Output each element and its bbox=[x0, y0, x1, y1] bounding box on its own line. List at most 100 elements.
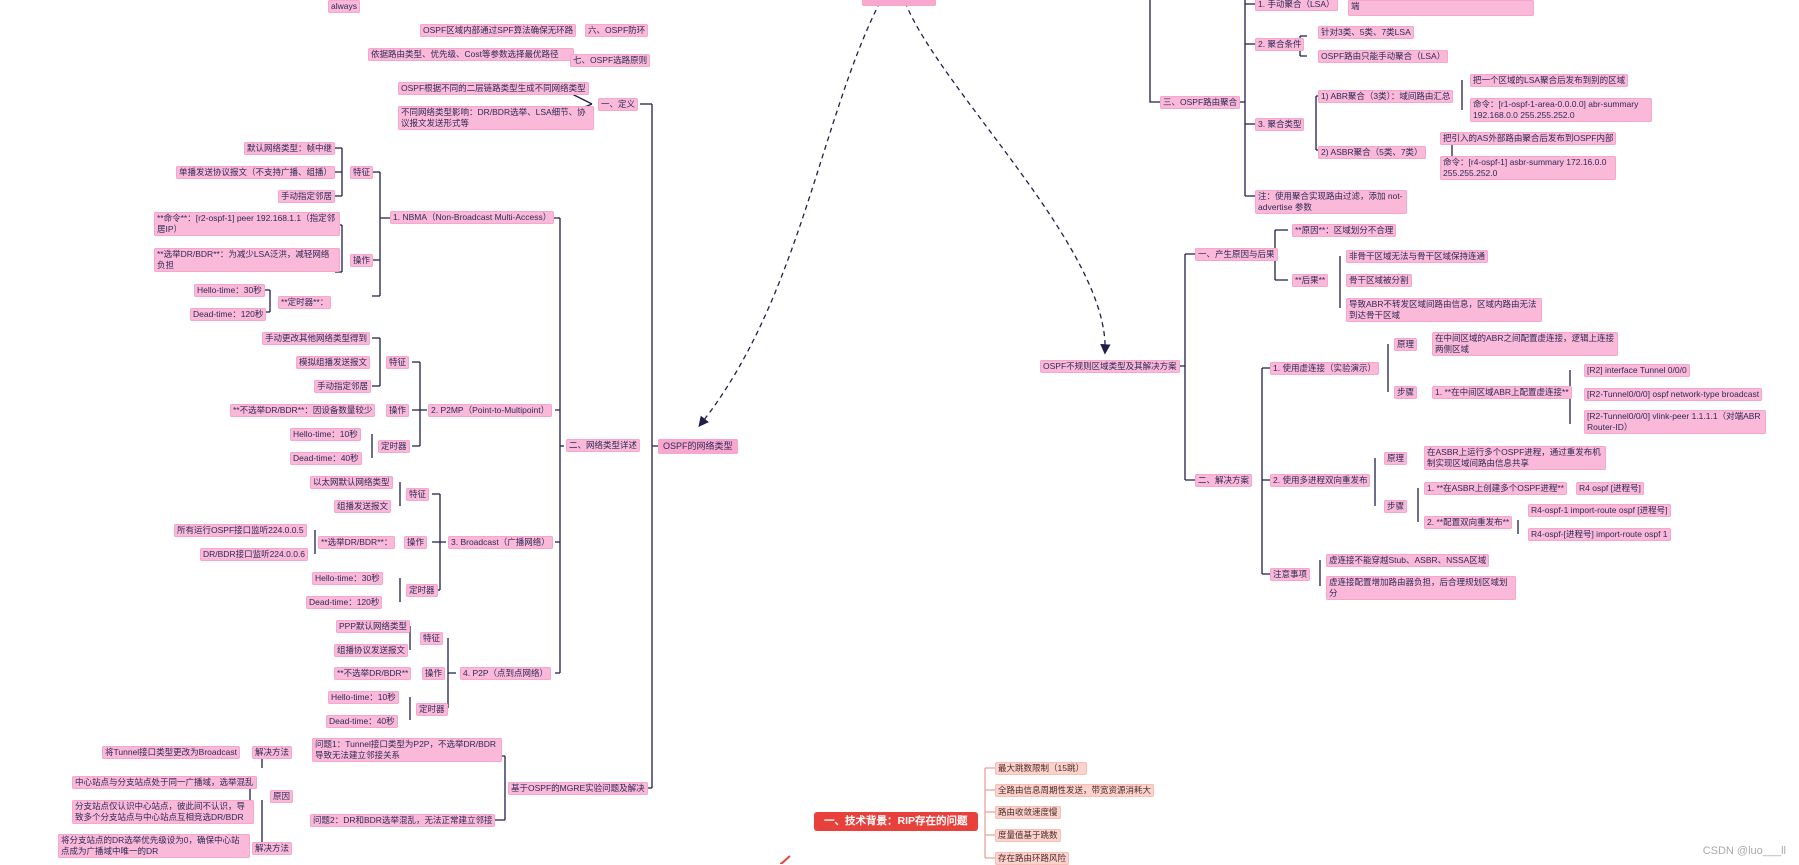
broadcast-features-node[interactable]: 特征 bbox=[406, 488, 430, 501]
mgre-q2-cause-2[interactable]: 分支站点仅认识中心站点，彼此间不认识，导致多个分支站点与中心站点互相竞选DR/B… bbox=[72, 800, 254, 824]
route-selection-detail-node[interactable]: 依据路由类型、优先级、Cost等参数选择最优路径 bbox=[368, 48, 574, 61]
vlink-node[interactable]: 1. 使用虚连接（实验演示） bbox=[1270, 362, 1379, 375]
definition-node[interactable]: 一、定义 bbox=[598, 98, 639, 111]
broadcast-feature-1[interactable]: 以太网默认网络类型 bbox=[310, 476, 393, 489]
p2p-node[interactable]: 4. P2P（点到点网络） bbox=[460, 667, 552, 680]
note-1[interactable]: 虚连接不能穿越Stub、ASBR、NSSA区域 bbox=[1326, 554, 1490, 567]
vlink-cmd-2[interactable]: [R2-Tunnel0/0/0] ospf network-type broad… bbox=[1584, 388, 1763, 401]
cause-result-label[interactable]: **后果** bbox=[1292, 274, 1329, 287]
broadcast-node[interactable]: 3. Broadcast（广播网络） bbox=[448, 536, 553, 549]
summary-types-node[interactable]: 3. 聚合类型 bbox=[1255, 118, 1305, 131]
nbma-ops-node[interactable]: 操作 bbox=[350, 254, 374, 267]
p2mp-op-1[interactable]: **不选举DR/BDR**：因设备数量较少 bbox=[230, 404, 376, 417]
p2p-ops-node[interactable]: 操作 bbox=[422, 667, 446, 680]
p2p-timer-node[interactable]: 定时器 bbox=[416, 703, 448, 716]
p2mp-features-node[interactable]: 特征 bbox=[386, 356, 410, 369]
multiprocess-node[interactable]: 2. 使用多进程双向重发布 bbox=[1270, 474, 1371, 487]
p2mp-feature-2[interactable]: 模拟组播发送报文 bbox=[296, 356, 371, 369]
abr-summary-node[interactable]: 1) ABR聚合（3类）：域间路由汇总 bbox=[1318, 90, 1454, 103]
result-3[interactable]: 导致ABR不转发区域间路由信息，区域内路由无法到达骨干区域 bbox=[1346, 298, 1542, 322]
broadcast-op-2[interactable]: DR/BDR接口监听224.0.0.6 bbox=[200, 548, 309, 561]
vlink-principle[interactable]: 在中间区域的ABR之间配置虚连接，逻辑上连接两侧区域 bbox=[1432, 332, 1618, 356]
broadcast-op-1[interactable]: 所有运行OSPF接口监听224.0.0.5 bbox=[174, 524, 307, 537]
cause-reason[interactable]: **原因**：区域划分不合理 bbox=[1292, 224, 1397, 237]
vlink-cmd-3[interactable]: [R2-Tunnel0/0/0] vlink-peer 1.1.1.1（对端AB… bbox=[1584, 410, 1766, 434]
summary-cond-1[interactable]: 针对3类、5类、7类LSA bbox=[1318, 26, 1414, 39]
vlink-principle-label[interactable]: 原理 bbox=[1394, 338, 1418, 351]
mgre-q1-solution-label[interactable]: 解决方法 bbox=[252, 746, 293, 759]
p2p-hello-time[interactable]: Hello-time：10秒 bbox=[328, 691, 399, 704]
rip-problem-1[interactable]: 最大跳数限制（15跳） bbox=[995, 762, 1087, 775]
rip-problem-4[interactable]: 度量值基于跳数 bbox=[995, 829, 1061, 842]
asbr-summary-item-1[interactable]: 把引入的AS外部路由聚合后发布到OSPF内部 bbox=[1440, 132, 1617, 145]
nbma-feature-3[interactable]: 手动指定邻居 bbox=[278, 190, 336, 203]
nbma-op-2[interactable]: **选举DR/BDR**：为减少LSA泛洪，减轻网络负担 bbox=[154, 248, 340, 272]
note-2[interactable]: 虚连接配置增加路由器负担，后合理规划区域划分 bbox=[1326, 576, 1516, 600]
result-2[interactable]: 骨干区域被分割 bbox=[1346, 274, 1412, 287]
broadcast-op-elect[interactable]: **选举DR/BDR**： bbox=[318, 536, 396, 549]
broadcast-feature-2[interactable]: 组播发送报文 bbox=[334, 500, 392, 513]
mgre-node[interactable]: 基于OSPF的MGRE实验问题及解决 bbox=[508, 782, 648, 795]
result-1[interactable]: 非骨干区域无法与骨干区域保持连通 bbox=[1346, 250, 1489, 263]
abr-summary-item-1[interactable]: 把一个区域的LSA聚合后发布到别的区域 bbox=[1470, 74, 1629, 87]
nbma-node[interactable]: 1. NBMA（Non-Broadcast Multi-Access） bbox=[390, 211, 555, 224]
vlink-steps-label[interactable]: 步骤 bbox=[1394, 386, 1418, 399]
p2p-feature-1[interactable]: PPP默认网络类型 bbox=[336, 620, 411, 633]
nbma-features-node[interactable]: 特征 bbox=[350, 166, 374, 179]
nbma-timer-node[interactable]: **定时器**： bbox=[278, 296, 332, 309]
p2mp-timer-node[interactable]: 定时器 bbox=[378, 440, 410, 453]
summary-cond-2[interactable]: OSPF路由只能手动聚合（LSA） bbox=[1318, 50, 1449, 63]
p2mp-hello-time[interactable]: Hello-time：10秒 bbox=[290, 428, 361, 441]
rip-problems-node[interactable]: 一、技术背景：RIP存在的问题 bbox=[814, 812, 978, 831]
rip-problem-3[interactable]: 路由收敛速度慢 bbox=[995, 806, 1061, 819]
p2p-op-1[interactable]: **不选举DR/BDR** bbox=[334, 667, 412, 680]
multi-step-2-cmd-1[interactable]: R4-ospf-1 import-route ospf [进程号] bbox=[1528, 504, 1671, 517]
p2mp-feature-3[interactable]: 手动指定邻居 bbox=[314, 380, 372, 393]
rip-problem-2[interactable]: 全路由信息周期性发送，带宽资源消耗大 bbox=[995, 784, 1155, 797]
p2mp-dead-time[interactable]: Dead-time：40秒 bbox=[290, 452, 362, 465]
route-summary-node[interactable]: 三、OSPF路由聚合 bbox=[1160, 96, 1241, 109]
p2p-features-node[interactable]: 特征 bbox=[420, 632, 444, 645]
central-topic-node[interactable] bbox=[862, 0, 936, 6]
multi-step-2[interactable]: 2. **配置双向重发布** bbox=[1424, 516, 1513, 529]
multi-step-2-cmd-2[interactable]: R4-ospf-[进程号] import-route ospf 1 bbox=[1528, 528, 1671, 541]
mgre-q2-node[interactable]: 问题2：DR和BDR选举混乱，无法正常建立邻接 bbox=[310, 814, 496, 827]
definition-item-1[interactable]: OSPF根据不同的二层链路类型生成不同网络类型 bbox=[398, 82, 589, 95]
network-types-hub[interactable]: OSPF的网络类型 bbox=[658, 439, 738, 454]
mgre-q2-solution-label[interactable]: 解决方法 bbox=[252, 842, 293, 855]
summary-cond-node[interactable]: 2. 聚合条件 bbox=[1255, 38, 1305, 51]
solutions-node[interactable]: 二、解决方案 bbox=[1195, 474, 1253, 487]
broadcast-dead-time[interactable]: Dead-time：120秒 bbox=[306, 596, 383, 609]
vlink-step[interactable]: 1. **在中间区域ABR上配置虚连接** bbox=[1432, 386, 1572, 399]
multi-step-1-cmd[interactable]: R4 ospf [进程号] bbox=[1576, 482, 1644, 495]
mgre-q1-solution[interactable]: 将Tunnel接口类型更改为Broadcast bbox=[102, 746, 240, 759]
network-types-detail-node[interactable]: 二、网络类型详述 bbox=[566, 439, 641, 452]
asbr-summary-node[interactable]: 2) ASBR聚合（5类、7类） bbox=[1318, 146, 1426, 159]
multi-steps-label[interactable]: 步骤 bbox=[1384, 500, 1408, 513]
mgre-q2-solution[interactable]: 将分支站点的DR选举优先级设为0，确保中心站点成为广播域中唯一的DR bbox=[58, 834, 250, 858]
nbma-feature-1[interactable]: 默认网络类型：帧中继 bbox=[244, 142, 336, 155]
nbma-hello-time[interactable]: Hello-time：30秒 bbox=[194, 284, 265, 297]
ospf-route-selection-node[interactable]: 七、OSPF选路原则 bbox=[570, 54, 651, 67]
vlink-cmd-1[interactable]: [R2] interface Tunnel 0/0/0 bbox=[1584, 364, 1690, 377]
mgre-q2-cause-label[interactable]: 原因 bbox=[270, 790, 294, 803]
p2p-feature-2[interactable]: 组播协议发送报文 bbox=[334, 644, 409, 657]
multi-principle[interactable]: 在ASBR上运行多个OSPF进程，通过重发布机制实现区域间路由信息共享 bbox=[1424, 446, 1606, 470]
nbma-dead-time[interactable]: Dead-time：120秒 bbox=[190, 308, 267, 321]
broadcast-ops-node[interactable]: 操作 bbox=[404, 536, 428, 549]
nbma-op-1[interactable]: **命令**：[r2-ospf-1] peer 192.168.1.1（指定邻居… bbox=[154, 212, 340, 236]
summary-filter-note[interactable]: 注：使用聚合实现路由过滤，添加 not-advertise 参数 bbox=[1255, 190, 1407, 214]
notes-node[interactable]: 注意事项 bbox=[1270, 568, 1311, 581]
ospf-loop-prevention-node[interactable]: 六、OSPF防环 bbox=[585, 24, 649, 37]
multi-step-1[interactable]: 1. **在ASBR上创建多个OSPF进程** bbox=[1424, 482, 1567, 495]
multi-principle-label[interactable]: 原理 bbox=[1384, 452, 1408, 465]
nbma-feature-2[interactable]: 单播发送协议报文（不支持广播、组播） bbox=[176, 166, 336, 179]
spf-loopfree-node[interactable]: OSPF区域内部通过SPF算法确保无环路 bbox=[420, 24, 577, 37]
asbr-summary-cmd[interactable]: 命令：[r4-ospf-1] asbr-summary 172.16.0.0 2… bbox=[1440, 156, 1616, 180]
irregular-area-node[interactable]: OSPF不规则区域类型及其解决方案 bbox=[1040, 360, 1180, 373]
p2mp-node[interactable]: 2. P2MP（Point-to-Multipoint） bbox=[428, 404, 553, 417]
broadcast-timer-node[interactable]: 定时器 bbox=[406, 584, 438, 597]
manual-summary-node[interactable]: 1. 手动聚合（LSA） bbox=[1255, 0, 1338, 11]
broadcast-hello-time[interactable]: Hello-time：30秒 bbox=[312, 572, 383, 585]
p2p-dead-time[interactable]: Dead-time：40秒 bbox=[326, 715, 398, 728]
